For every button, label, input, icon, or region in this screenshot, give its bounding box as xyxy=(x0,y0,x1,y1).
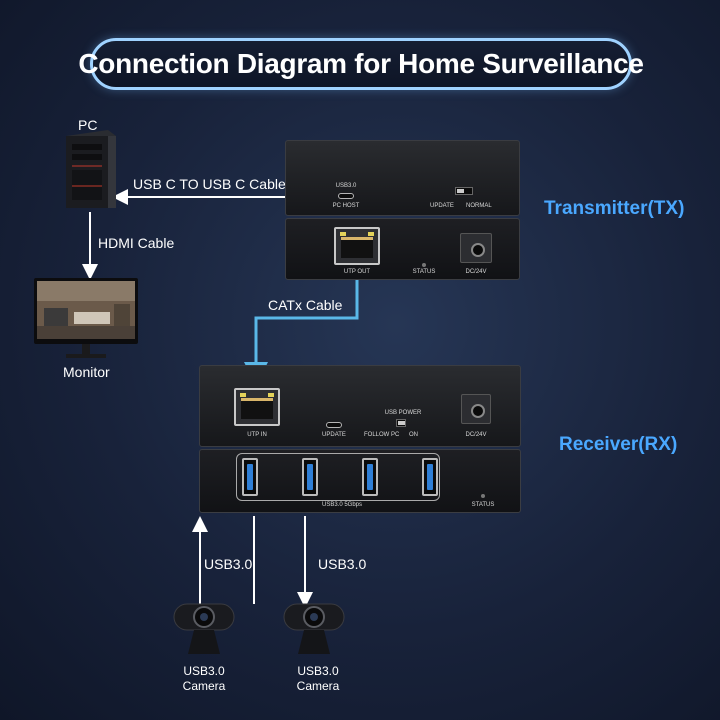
catx-cable-line xyxy=(244,264,359,386)
rx-usb-power-label: USB POWER xyxy=(384,410,422,416)
tx-utp-out-label: UTP OUT xyxy=(343,269,371,275)
tx-mode-switch xyxy=(455,187,473,195)
webcam-left-icon xyxy=(173,603,235,654)
pc-label: PC xyxy=(78,117,98,133)
tx-usb-c-port xyxy=(338,193,354,199)
tx-dc-label: DC/24V xyxy=(465,269,487,275)
rx-utp-in-label: UTP IN xyxy=(247,432,267,438)
camera-left-label: USB3.0 Camera xyxy=(182,664,226,693)
rx-usb-c-port xyxy=(326,422,342,428)
title-pill: Connection Diagram for Home Surveillance xyxy=(78,38,644,90)
rx-usb-port-frame xyxy=(236,453,440,501)
usb3-left-label: USB3.0 xyxy=(204,556,253,572)
tx-usb-label: USB3.0 xyxy=(335,183,357,189)
rx-dc-jack xyxy=(461,394,491,424)
usb3-right-label: USB3.0 xyxy=(318,556,367,572)
tx-dc-jack xyxy=(460,233,492,263)
monitor-label: Monitor xyxy=(63,364,110,380)
tx-status-led xyxy=(422,263,426,267)
receiver-front-panel: USB3.0 5Gbps STATUS xyxy=(199,449,521,513)
webcam-right-icon xyxy=(283,603,345,654)
pc-tower-icon xyxy=(66,130,116,208)
monitor-icon xyxy=(34,278,138,358)
rx-usb-a-port-4 xyxy=(422,458,438,496)
rx-rj45-port xyxy=(234,388,280,426)
rx-usb-a-port-3 xyxy=(362,458,378,496)
camera-right-label: USB3.0 Camera xyxy=(296,664,340,693)
tx-pc-host-label: PC HOST xyxy=(332,203,360,209)
receiver-label: Receiver(RX) xyxy=(559,434,678,455)
rx-usb-power-switch xyxy=(396,419,406,427)
catx-cable-label: CATx Cable xyxy=(268,297,343,313)
transmitter-back-panel: USB3.0 PC HOST UPDATE NORMAL xyxy=(285,140,520,216)
rx-usb-speed-label: USB3.0 5Gbps xyxy=(321,502,363,508)
rx-follow-pc-label: FOLLOW PC xyxy=(364,432,400,438)
tx-rj45-port xyxy=(334,227,380,265)
rx-status-label: STATUS xyxy=(471,502,495,508)
rx-dc-label: DC/24V xyxy=(465,432,487,438)
receiver-back-panel: UTP IN UPDATE USB POWER FOLLOW PC ON DC/… xyxy=(199,365,521,447)
rx-update-label: UPDATE xyxy=(322,432,346,438)
hdmi-cable-label: HDMI Cable xyxy=(98,235,175,251)
transmitter-front-panel: UTP OUT STATUS DC/24V xyxy=(285,218,520,280)
tx-update-label: UPDATE xyxy=(430,203,454,209)
rx-status-led xyxy=(481,494,485,498)
tx-normal-label: NORMAL xyxy=(466,203,492,209)
usb-c-cable-label: USB C TO USB C Cable xyxy=(133,176,286,192)
rx-usb-a-port-2 xyxy=(302,458,318,496)
page-title: Connection Diagram for Home Surveillance xyxy=(78,48,644,79)
transmitter-label: Transmitter(TX) xyxy=(544,198,685,219)
rx-usb-a-port-1 xyxy=(242,458,258,496)
tx-status-label: STATUS xyxy=(412,269,436,275)
rx-on-label: ON xyxy=(409,432,418,438)
